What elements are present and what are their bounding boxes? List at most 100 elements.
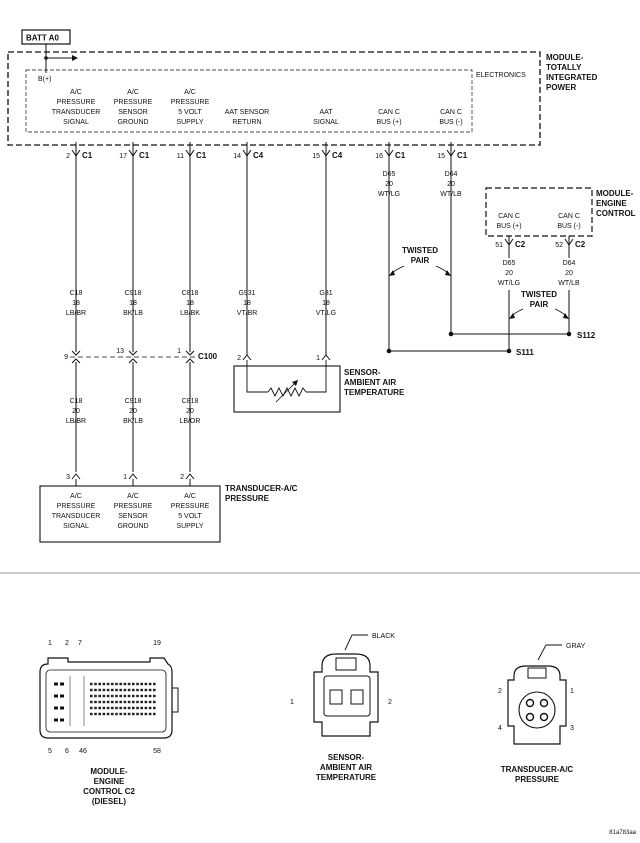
ecm-c2-cavity bbox=[111, 712, 114, 716]
transducer-view-pin-2: 2 bbox=[498, 688, 502, 695]
ecm-c2-face bbox=[45, 669, 167, 733]
splice-s111-label: S111 bbox=[516, 348, 534, 357]
ecm-c2-cavity bbox=[54, 682, 58, 686]
tipm-pin-4-line-1: AAT SENSOR bbox=[225, 109, 269, 116]
aat-color-leader bbox=[344, 634, 368, 651]
transducer-connector-color: GRAY bbox=[566, 643, 586, 650]
tipm-title-line-1: MODULE- bbox=[546, 53, 584, 62]
ecm-c2-cavity bbox=[54, 718, 58, 722]
ecm-c2-cavity bbox=[153, 712, 156, 716]
tipm-pin-3-line-1: A/C bbox=[184, 89, 196, 96]
ecm-c2-cavity bbox=[54, 706, 58, 710]
ecm-c2-cavity bbox=[119, 700, 122, 704]
tipm-pin-3-line-2: PRESSURE bbox=[171, 99, 210, 106]
twisted-pair-1-arrowhead-right bbox=[445, 270, 451, 276]
tipm-conn-symbol-5 bbox=[321, 149, 331, 157]
aat-connector-shell bbox=[313, 653, 379, 737]
ecm-c2-cavity bbox=[98, 706, 101, 710]
tipm-conn-symbol-7 bbox=[446, 149, 456, 157]
aat-title-line-3: TEMPERATURE bbox=[344, 388, 405, 397]
ecm-c2-cavity bbox=[98, 688, 101, 692]
ecm-wire-1-circuit: D65 bbox=[503, 260, 516, 267]
tipm-conn-5: C4 bbox=[332, 151, 343, 160]
transducer-cavity-1 bbox=[539, 698, 549, 708]
transducer-cavity-4 bbox=[525, 712, 535, 722]
transducer-pin-2: 2 bbox=[180, 474, 184, 481]
transducer-cavity-2 bbox=[525, 698, 535, 708]
ecm-c2-cavity bbox=[106, 694, 110, 698]
ecm-c2-caption-line-3: CONTROL C2 bbox=[83, 787, 135, 796]
ecm-c2-cavity bbox=[144, 700, 148, 704]
transducer-title-line-1: TRANSDUCER-A/C bbox=[225, 484, 298, 493]
tipm-connector-symbols bbox=[71, 149, 456, 157]
tipm-conn-symbol-2 bbox=[128, 149, 138, 157]
tipm-pin-2-line-2: PRESSURE bbox=[114, 99, 153, 106]
tipm-pin-5-line-1: AAT bbox=[319, 109, 333, 116]
tipm-title-line-3: INTEGRATED bbox=[546, 73, 598, 82]
tipm-pin-1-line-3: TRANSDUCER bbox=[52, 109, 101, 116]
ecm-c2-cavity bbox=[153, 706, 156, 710]
ecm-c2-cavities bbox=[54, 676, 156, 726]
tipm-pin-1-line-4: SIGNAL bbox=[63, 119, 89, 126]
transducer-connector-view: GRAY 2 1 4 3 TRANSDUCER-A/C PRESSURE bbox=[498, 643, 586, 784]
ecm-c2-cavity bbox=[153, 700, 156, 704]
ecm-cavity-2: 52 bbox=[555, 242, 563, 249]
wire-lower-1-color: LB/BR bbox=[66, 418, 86, 425]
twisted-pair-2-arrowhead-left bbox=[509, 313, 515, 319]
twisted-pair-2-arrowhead-right bbox=[563, 313, 569, 319]
ecm-c2-cavity bbox=[54, 694, 58, 698]
transducer-title-line-2: PRESSURE bbox=[225, 494, 270, 503]
transducer-cavity-3 bbox=[539, 712, 549, 722]
tipm-pin-6-line-2: BUS (+) bbox=[376, 119, 401, 126]
aat-connector-face bbox=[323, 675, 371, 717]
aat-conn-symbol-2 bbox=[321, 354, 331, 361]
ecm-c2-cavity bbox=[132, 700, 135, 704]
ecm-c2-cavity bbox=[106, 688, 110, 692]
ecm-c2-connector-view: 1 2 7 19 5 6 46 58 MODULE- ENGINE CONTRO… bbox=[39, 640, 179, 806]
ecm-module-outline bbox=[485, 187, 593, 237]
ecm-c2-cavity bbox=[90, 682, 93, 686]
ecm-c2-cavity bbox=[127, 688, 131, 692]
transducer-view-pin-1: 1 bbox=[570, 688, 574, 695]
ecm-c2-cavity bbox=[136, 694, 139, 698]
ecm-c2-cavity bbox=[136, 700, 139, 704]
transducer-conn-symbol-2 bbox=[128, 473, 138, 480]
tipm-conn-symbol-4 bbox=[242, 149, 252, 157]
ecm-c2-bottom-pin-2: 6 bbox=[65, 748, 69, 755]
wire-lower-3-circuit: C818 bbox=[182, 398, 199, 405]
transducer-pin-1: 1 bbox=[123, 474, 127, 481]
ecm-c2-cavity bbox=[144, 682, 148, 686]
tipm-pin-col-7: CAN C BUS (-) bbox=[439, 109, 462, 126]
ecm-c2-cavity bbox=[136, 706, 139, 710]
ecm-c2-cavity bbox=[90, 712, 93, 716]
tipm-cavity-6: 16 bbox=[375, 153, 383, 160]
ecm-c2-cavity bbox=[102, 682, 106, 686]
ecm-c2-cavity bbox=[60, 682, 64, 686]
tipm-cavity-2: 17 bbox=[119, 153, 127, 160]
tipm-cavity-4: 14 bbox=[233, 153, 241, 160]
aat-view-caption-line-1: SENSOR- bbox=[328, 753, 365, 762]
ecm-c2-cavity bbox=[127, 682, 131, 686]
ecm-wire-1-color: WT/LG bbox=[498, 280, 520, 287]
ecm-c2-cavity bbox=[102, 712, 106, 716]
ecm-c2-cavity bbox=[111, 688, 114, 692]
transducer-view-pin-4: 4 bbox=[498, 725, 502, 732]
tipm-pin-col-4: AAT SENSOR RETURN bbox=[225, 109, 269, 126]
ecm-title-line-1: MODULE- bbox=[596, 189, 634, 198]
ecm-c2-cavity bbox=[119, 712, 122, 716]
aat-connector-view: BLACK 1 2 SENSOR- AMBIENT AIR TEMPERATUR… bbox=[290, 633, 395, 782]
c100-label: C100 bbox=[198, 352, 218, 361]
tipm-cavity-5: 15 bbox=[312, 153, 320, 160]
ecm-c2-cavity bbox=[94, 682, 97, 686]
ecm-conn-1: C2 bbox=[515, 240, 526, 249]
tipm-conn-4: C4 bbox=[253, 151, 264, 160]
ecm-c2-cavity bbox=[94, 700, 97, 704]
ecm-c2-cavity bbox=[106, 706, 110, 710]
tipm-electronics-outline bbox=[25, 69, 473, 133]
tipm-conn-symbol-1 bbox=[71, 149, 81, 157]
aat-cavity-1 bbox=[329, 689, 343, 705]
tipm-pin-3-line-4: SUPPLY bbox=[176, 119, 203, 126]
wire-lower-2-circuit: C918 bbox=[125, 398, 142, 405]
ecm-c2-bottom-pin-3: 46 bbox=[79, 748, 87, 755]
